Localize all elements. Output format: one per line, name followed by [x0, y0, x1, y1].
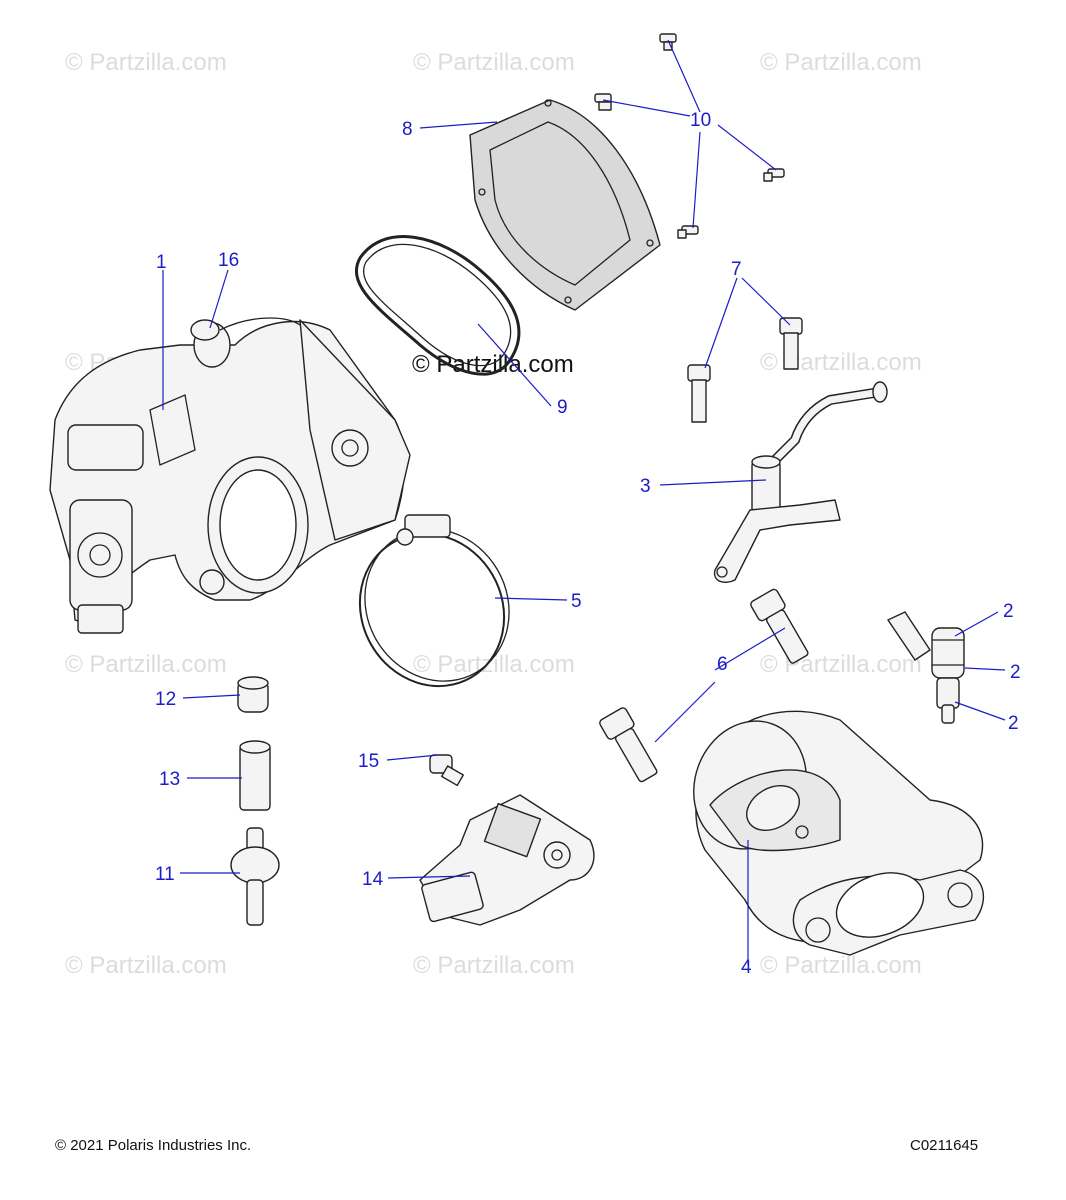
- watermark: © Partzilla.com: [65, 651, 227, 678]
- callout-2[interactable]: 2: [1008, 713, 1019, 734]
- part-bolts-7[interactable]: [687, 317, 803, 423]
- part-sleeve-13[interactable]: [239, 740, 271, 811]
- callout-4[interactable]: 4: [741, 957, 752, 978]
- watermark: © Partzilla.com: [760, 651, 922, 678]
- part-bolts-6[interactable]: [598, 588, 812, 786]
- callout-labels: 1 16 8 10 7 9 3 5 2 2 2 6 4 12 13 11 15 …: [155, 110, 1021, 978]
- callout-14[interactable]: 14: [362, 869, 384, 890]
- callout-11[interactable]: 11: [155, 864, 175, 885]
- part-screws-10[interactable]: [594, 33, 785, 239]
- part-screw-15[interactable]: [429, 754, 464, 787]
- copyright-text: © 2021 Polaris Industries Inc.: [55, 1137, 252, 1154]
- callout-1[interactable]: 1: [156, 252, 167, 273]
- watermark: © Partzilla.com: [760, 952, 922, 979]
- watermark: © Partzilla.com: [760, 49, 922, 76]
- drawing-code: C0211645: [910, 1137, 979, 1154]
- watermark: © Partzilla.com: [413, 952, 575, 979]
- callout-2[interactable]: 2: [1010, 662, 1021, 683]
- callout-8[interactable]: 8: [402, 119, 413, 140]
- part-throttle-body[interactable]: [49, 317, 411, 634]
- part-sensor-14[interactable]: [419, 794, 595, 926]
- callout-9[interactable]: 9: [557, 397, 568, 418]
- callout-15[interactable]: 15: [358, 751, 379, 772]
- watermark: © Partzilla.com: [413, 49, 575, 76]
- watermark: © Partzilla.com: [65, 49, 227, 76]
- leader-lines: [162, 39, 1006, 965]
- callout-3[interactable]: 3: [640, 476, 651, 497]
- part-intake-boot-4[interactable]: [676, 705, 985, 956]
- callout-16[interactable]: 16: [218, 250, 239, 271]
- part-clip-12[interactable]: [237, 676, 269, 713]
- callout-7[interactable]: 7: [731, 259, 742, 280]
- part-cover-plate[interactable]: [469, 99, 661, 311]
- part-fitting-16[interactable]: [190, 319, 220, 341]
- part-bracket-3[interactable]: [713, 381, 888, 583]
- part-clamp-5[interactable]: [332, 502, 536, 712]
- callout-10[interactable]: 10: [690, 110, 711, 131]
- watermark: © Partzilla.com: [65, 952, 227, 979]
- part-injector-2[interactable]: [887, 611, 965, 724]
- callout-12[interactable]: 12: [155, 689, 176, 710]
- callout-13[interactable]: 13: [159, 769, 180, 790]
- callout-6[interactable]: 6: [717, 654, 728, 675]
- part-valve-11[interactable]: [230, 827, 280, 926]
- callout-2[interactable]: 2: [1003, 601, 1014, 622]
- callout-5[interactable]: 5: [571, 591, 582, 612]
